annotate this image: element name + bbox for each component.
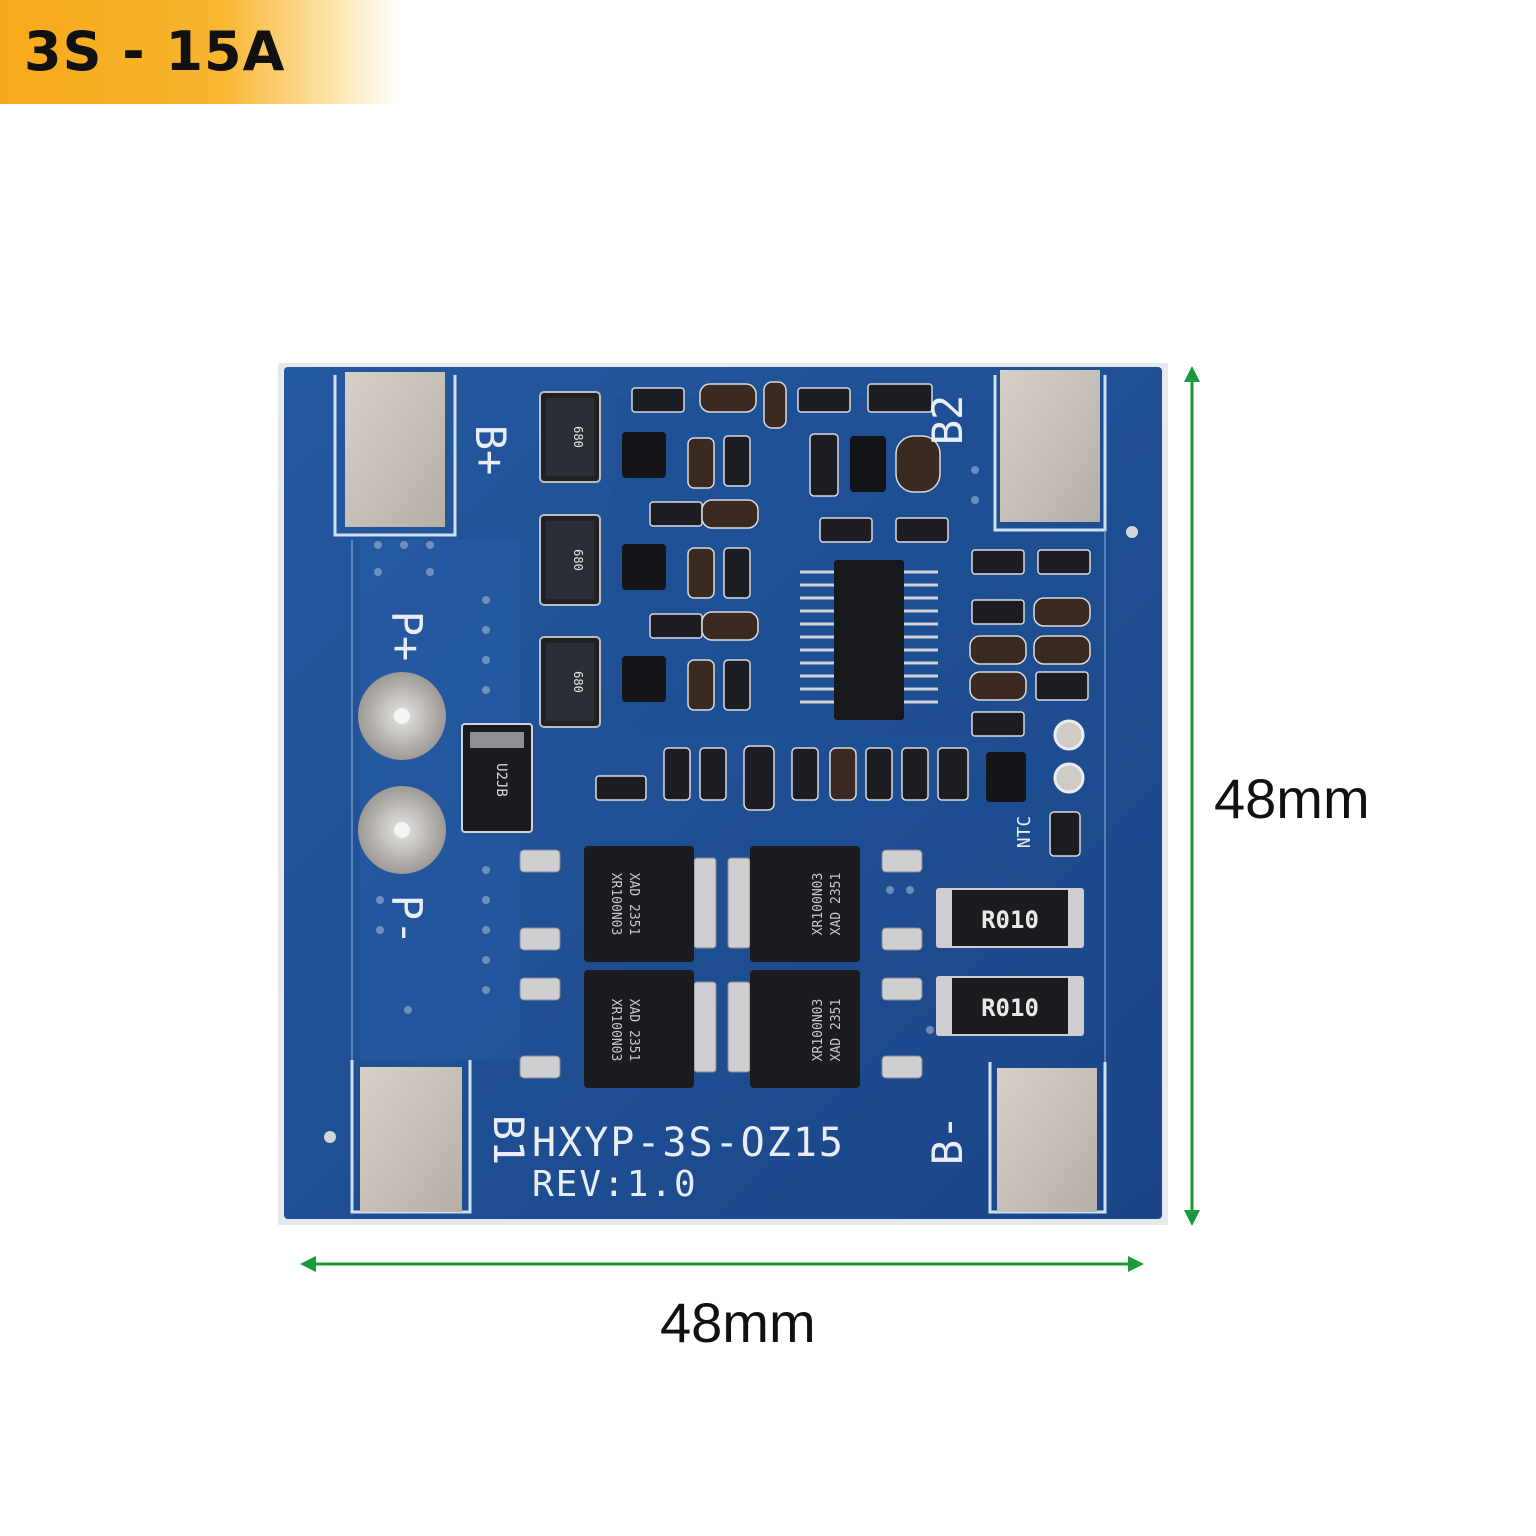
spec-badge: 3S - 15A [0,0,400,104]
height-dimension-label: 48mm [1214,767,1370,830]
resistor-markings: 680 680 680 [571,426,585,693]
silkscreen-labels: B+ B2 P+ P- B1 B- NTC HXYP-3S-OZ15 REV:1… [382,395,1035,1205]
svg-text:XR100N03: XR100N03 [608,873,623,936]
current-limit-resistors [539,391,601,728]
width-dimension-label: 48mm [660,1291,816,1354]
board-revision: REV:1.0 [532,1164,698,1205]
svg-text:XR100N03: XR100N03 [608,999,623,1062]
dimension-arrows [300,366,1200,1272]
svg-text:XAD 2351: XAD 2351 [829,873,844,936]
svg-text:XAD 2351: XAD 2351 [626,999,641,1062]
shunt-resistors: R010 R010 [936,888,1084,1036]
protection-ic [800,560,938,720]
solder-pads [345,370,1100,1212]
tvs-diode: U2JB [461,723,533,833]
board-model: HXYP-3S-OZ15 [532,1120,845,1166]
svg-text:R010: R010 [981,994,1039,1022]
label-b2: B2 [923,395,972,446]
power-mosfets: XR100N03 XAD 2351 XR100N03 XAD 2351 XR10… [519,846,923,1088]
badge-label: 3S - 15A [24,20,286,83]
label-p-plus: P+ [382,611,431,662]
output-terminals [324,526,1138,1143]
svg-text:XAD 2351: XAD 2351 [626,873,641,936]
svg-text:R010: R010 [981,906,1039,934]
label-ntc: NTC [1014,816,1035,849]
svg-text:680: 680 [571,426,585,448]
svg-text:680: 680 [571,671,585,693]
label-b-plus: B+ [466,425,515,476]
sot-transistors [622,432,1026,802]
label-b1: B1 [484,1115,533,1166]
smd-passives [595,381,1091,857]
svg-text:U2JB: U2JB [493,763,509,797]
label-p-minus: P- [382,895,431,946]
svg-text:XR100N03: XR100N03 [811,873,826,936]
label-b-minus: B- [923,1115,972,1166]
svg-text:XR100N03: XR100N03 [811,999,826,1062]
svg-text:XAD 2351: XAD 2351 [829,999,844,1062]
svg-text:680: 680 [571,549,585,571]
